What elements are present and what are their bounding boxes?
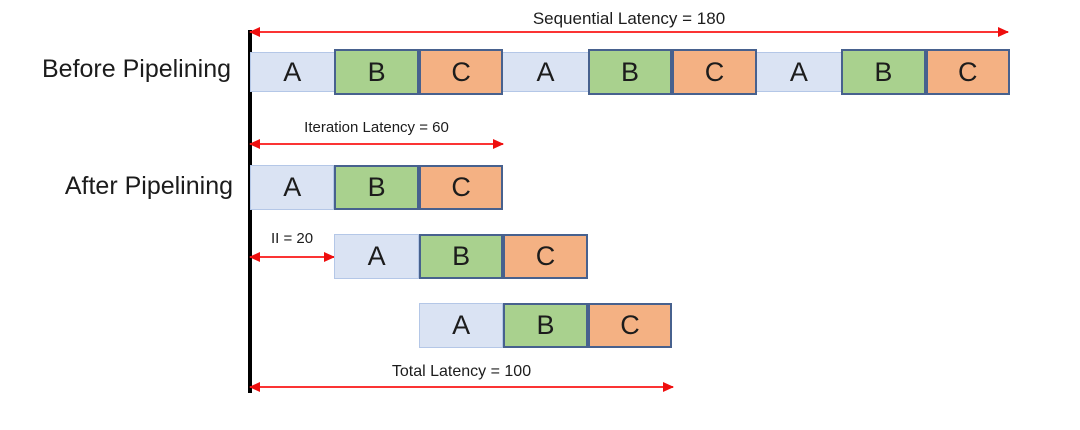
stage-box-b: B [418,234,504,279]
stage-box-c: C [587,303,673,348]
stage-box-a: A [283,56,302,87]
stage-box-c: C [418,49,504,95]
initiation-interval-label: II = 20 [270,230,314,247]
stage-box-a: A [418,303,504,348]
after-pipelining-label: After Pipelining [64,172,233,200]
stage-box-a: A [334,234,419,279]
stage-box-a: A [789,56,808,87]
stage-box-b: B [587,49,673,95]
initiation-interval-arrow [249,252,335,262]
iteration-latency-label: Iteration Latency = 60 [304,119,449,136]
total-latency-label: Total Latency = 100 [391,363,532,380]
stage-box-c: C [503,234,588,279]
total-latency-arrow [249,382,674,392]
iteration-latency-arrow [249,139,504,149]
stage-box-b: B [503,303,588,348]
stage-box-c: C [418,165,504,210]
stage-box-b: B [841,49,926,95]
before-pipelining-label: Before Pipelining [41,55,231,83]
stage-box-b: B [334,165,419,210]
stage-box-a: A [536,56,555,87]
stage-box-a: A [250,165,335,210]
timeline-baseline [248,30,252,393]
stage-box-c: C [925,49,1010,95]
stage-box-b: B [334,49,419,95]
stage-box-c: C [672,49,757,95]
sequential-latency-arrow [249,27,1009,37]
sequential-latency-label: Sequential Latency = 180 [532,9,726,28]
